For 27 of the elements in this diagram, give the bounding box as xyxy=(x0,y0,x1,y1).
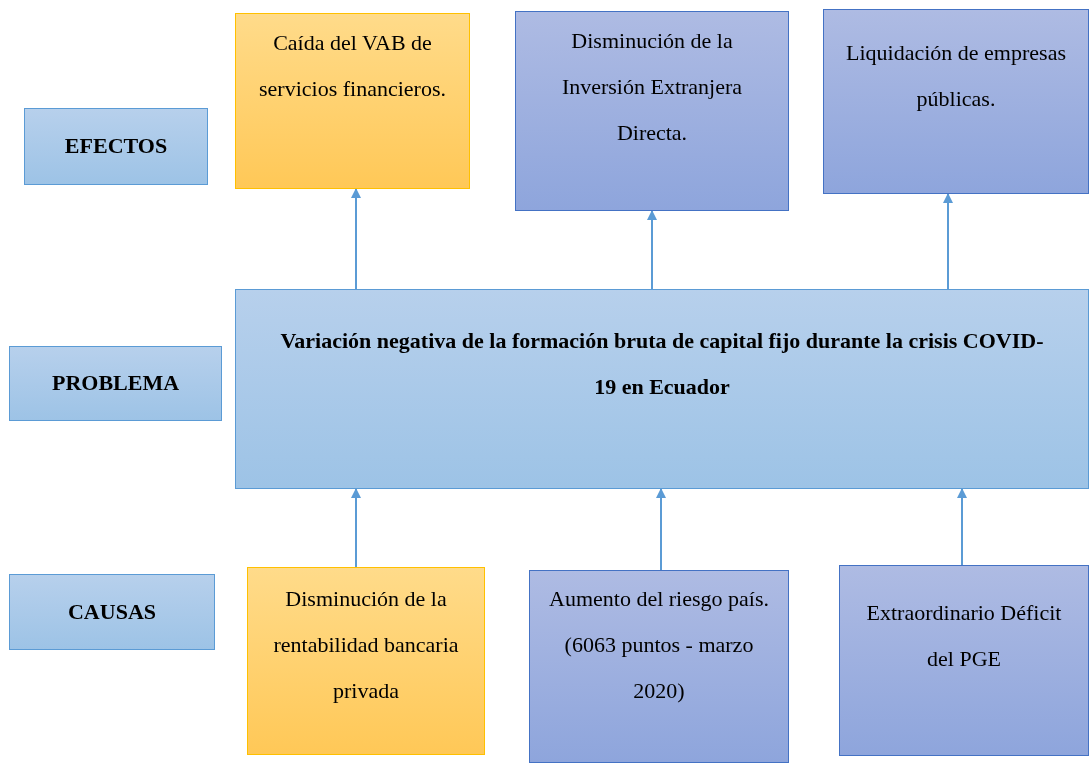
text-box xyxy=(839,565,1089,756)
text-box xyxy=(515,11,789,211)
box-text: Aumento del riesgo país. xyxy=(549,585,769,613)
box-text: Variación negativa de la formación bruta de capital fijo durante la crisis COVID-19 en Ecuador xyxy=(279,327,1045,401)
arrow xyxy=(351,188,361,290)
row-label-box xyxy=(9,346,222,421)
row-label-box xyxy=(24,108,208,185)
text-box xyxy=(247,567,485,755)
text-box xyxy=(529,570,789,763)
arrow xyxy=(656,488,666,571)
arrow xyxy=(351,488,361,568)
arrow xyxy=(943,193,953,290)
row-label: CAUSAS xyxy=(68,598,156,626)
text-box xyxy=(235,289,1089,489)
row-label-box xyxy=(9,574,215,650)
row-label: PROBLEMA xyxy=(51,370,180,397)
row-label: EFECTOS xyxy=(64,133,168,160)
box-text: Disminución de la Inversión Extranjera Directa. xyxy=(560,27,744,147)
text-box xyxy=(823,9,1089,194)
arrow xyxy=(647,210,657,290)
box-text: Extraordinario Déficit del PGE xyxy=(865,599,1063,673)
box-text: (6063 puntos - marzo 2020) xyxy=(563,630,755,705)
arrow xyxy=(957,488,967,566)
box-text: Caída del VAB de servicios financieros. xyxy=(258,29,447,103)
text-box xyxy=(235,13,470,189)
box-text: Disminución de la rentabilidad bancaria privada xyxy=(272,585,460,705)
box-text: Liquidación de empresas públicas. xyxy=(845,39,1067,113)
